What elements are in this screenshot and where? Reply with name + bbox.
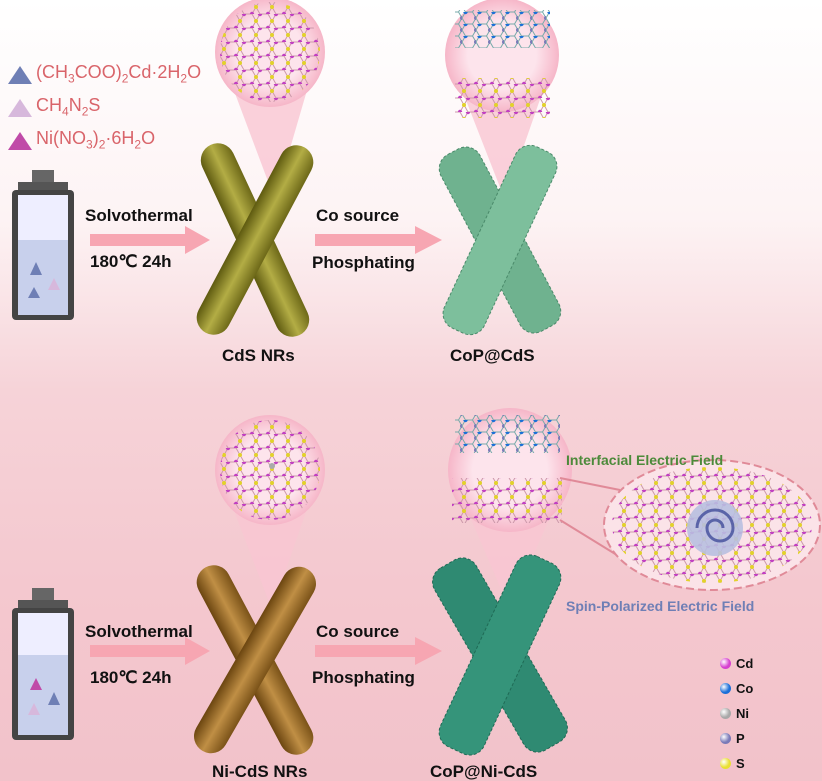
legend-label: Ni — [736, 706, 749, 721]
formula-part: 2 — [180, 71, 188, 86]
condition-top: 180℃ 24h — [90, 252, 172, 271]
reagent-icon — [8, 99, 32, 117]
step-phosphating-bottom: Phosphating — [312, 668, 415, 687]
formula-part: 2 — [121, 71, 129, 86]
atom-icon — [720, 708, 731, 719]
autoclave-bottom — [12, 588, 74, 740]
reagent-formula: (CH3COO)2Cd·2H2O — [36, 62, 201, 86]
electric-field-inset — [559, 459, 821, 591]
autoclave-top — [12, 170, 74, 320]
legend-label: Co — [736, 681, 754, 696]
step-co-source-top: Co source — [316, 206, 400, 225]
product-cds-nrs: CdS NRs — [222, 346, 295, 365]
cds-lattice-bubble — [215, 0, 325, 200]
arrows — [90, 226, 442, 665]
formula-part: N — [68, 95, 82, 115]
step-solvothermal-top: Solvothermal — [85, 206, 193, 225]
reagent-formula: CH4N2S — [36, 95, 100, 119]
cop-nicds-nanorods — [432, 554, 568, 756]
product-cop-cds: CoP@CdS — [450, 346, 535, 365]
formula-part: COO) — [74, 62, 122, 82]
formula-part: ·6H — [105, 128, 135, 148]
formula-part: Ni(NO — [36, 128, 86, 148]
formula-part: O — [187, 62, 202, 82]
step-phosphating-top: Phosphating — [312, 253, 415, 272]
formula-part: (CH — [36, 62, 68, 82]
formula-part: 3 — [86, 137, 93, 152]
step-solvothermal-bottom: Solvothermal — [85, 622, 193, 641]
spin-polarized-field-label: Spin-Polarized Electric Field — [566, 598, 755, 614]
legend-label: Cd — [736, 656, 754, 671]
nicds-nanorods — [194, 565, 316, 755]
legend-label: P — [736, 731, 745, 746]
legend-label: S — [736, 756, 745, 771]
product-nicds-nrs: Ni-CdS NRs — [212, 762, 308, 781]
product-cop-nicds: CoP@Ni-CdS — [430, 762, 538, 781]
formula-part: 2 — [81, 104, 89, 119]
formula-part: S — [88, 95, 101, 115]
reagent-icon — [8, 132, 32, 150]
cds-nanorods — [196, 143, 314, 337]
legend-item-ni: Ni — [720, 706, 749, 721]
atom-icon — [720, 758, 731, 769]
formula-part: 4 — [62, 104, 69, 119]
interfacial-electric-field-label: Interfacial Electric Field — [566, 452, 724, 468]
formula-part: 3 — [68, 71, 75, 86]
legend-item-s: S — [720, 756, 745, 771]
cop-cds-lattice-bubble — [445, 0, 559, 200]
atom-icon — [720, 658, 731, 669]
formula-part: 2 — [98, 137, 106, 152]
cop-cds-nanorods — [438, 144, 562, 336]
reagent-formula: Ni(NO3)2·6H2O — [36, 128, 155, 152]
nicds-lattice-bubble — [215, 415, 325, 610]
legend-item-co: Co — [720, 681, 753, 696]
formula-part: O — [141, 128, 156, 148]
formula-part: Cd·2H — [128, 62, 181, 82]
legend-item-p: P — [720, 731, 745, 746]
arrow-phosphating-bottom — [315, 637, 442, 665]
formula-part: 2 — [134, 137, 142, 152]
arrow-solvothermal-top — [90, 226, 210, 254]
arrow-phosphating-top — [315, 226, 442, 254]
legend-item-cd: Cd — [720, 656, 753, 671]
cop-nicds-lattice-bubble — [448, 408, 572, 610]
reagent-icon — [8, 66, 32, 84]
formula-part: CH — [36, 95, 62, 115]
formula-part: ) — [92, 128, 99, 148]
atom-icon — [720, 683, 731, 694]
atom-icon — [720, 733, 731, 744]
step-co-source-bottom: Co source — [316, 622, 400, 641]
arrow-solvothermal-bottom — [90, 637, 210, 665]
condition-bottom: 180℃ 24h — [90, 668, 172, 687]
